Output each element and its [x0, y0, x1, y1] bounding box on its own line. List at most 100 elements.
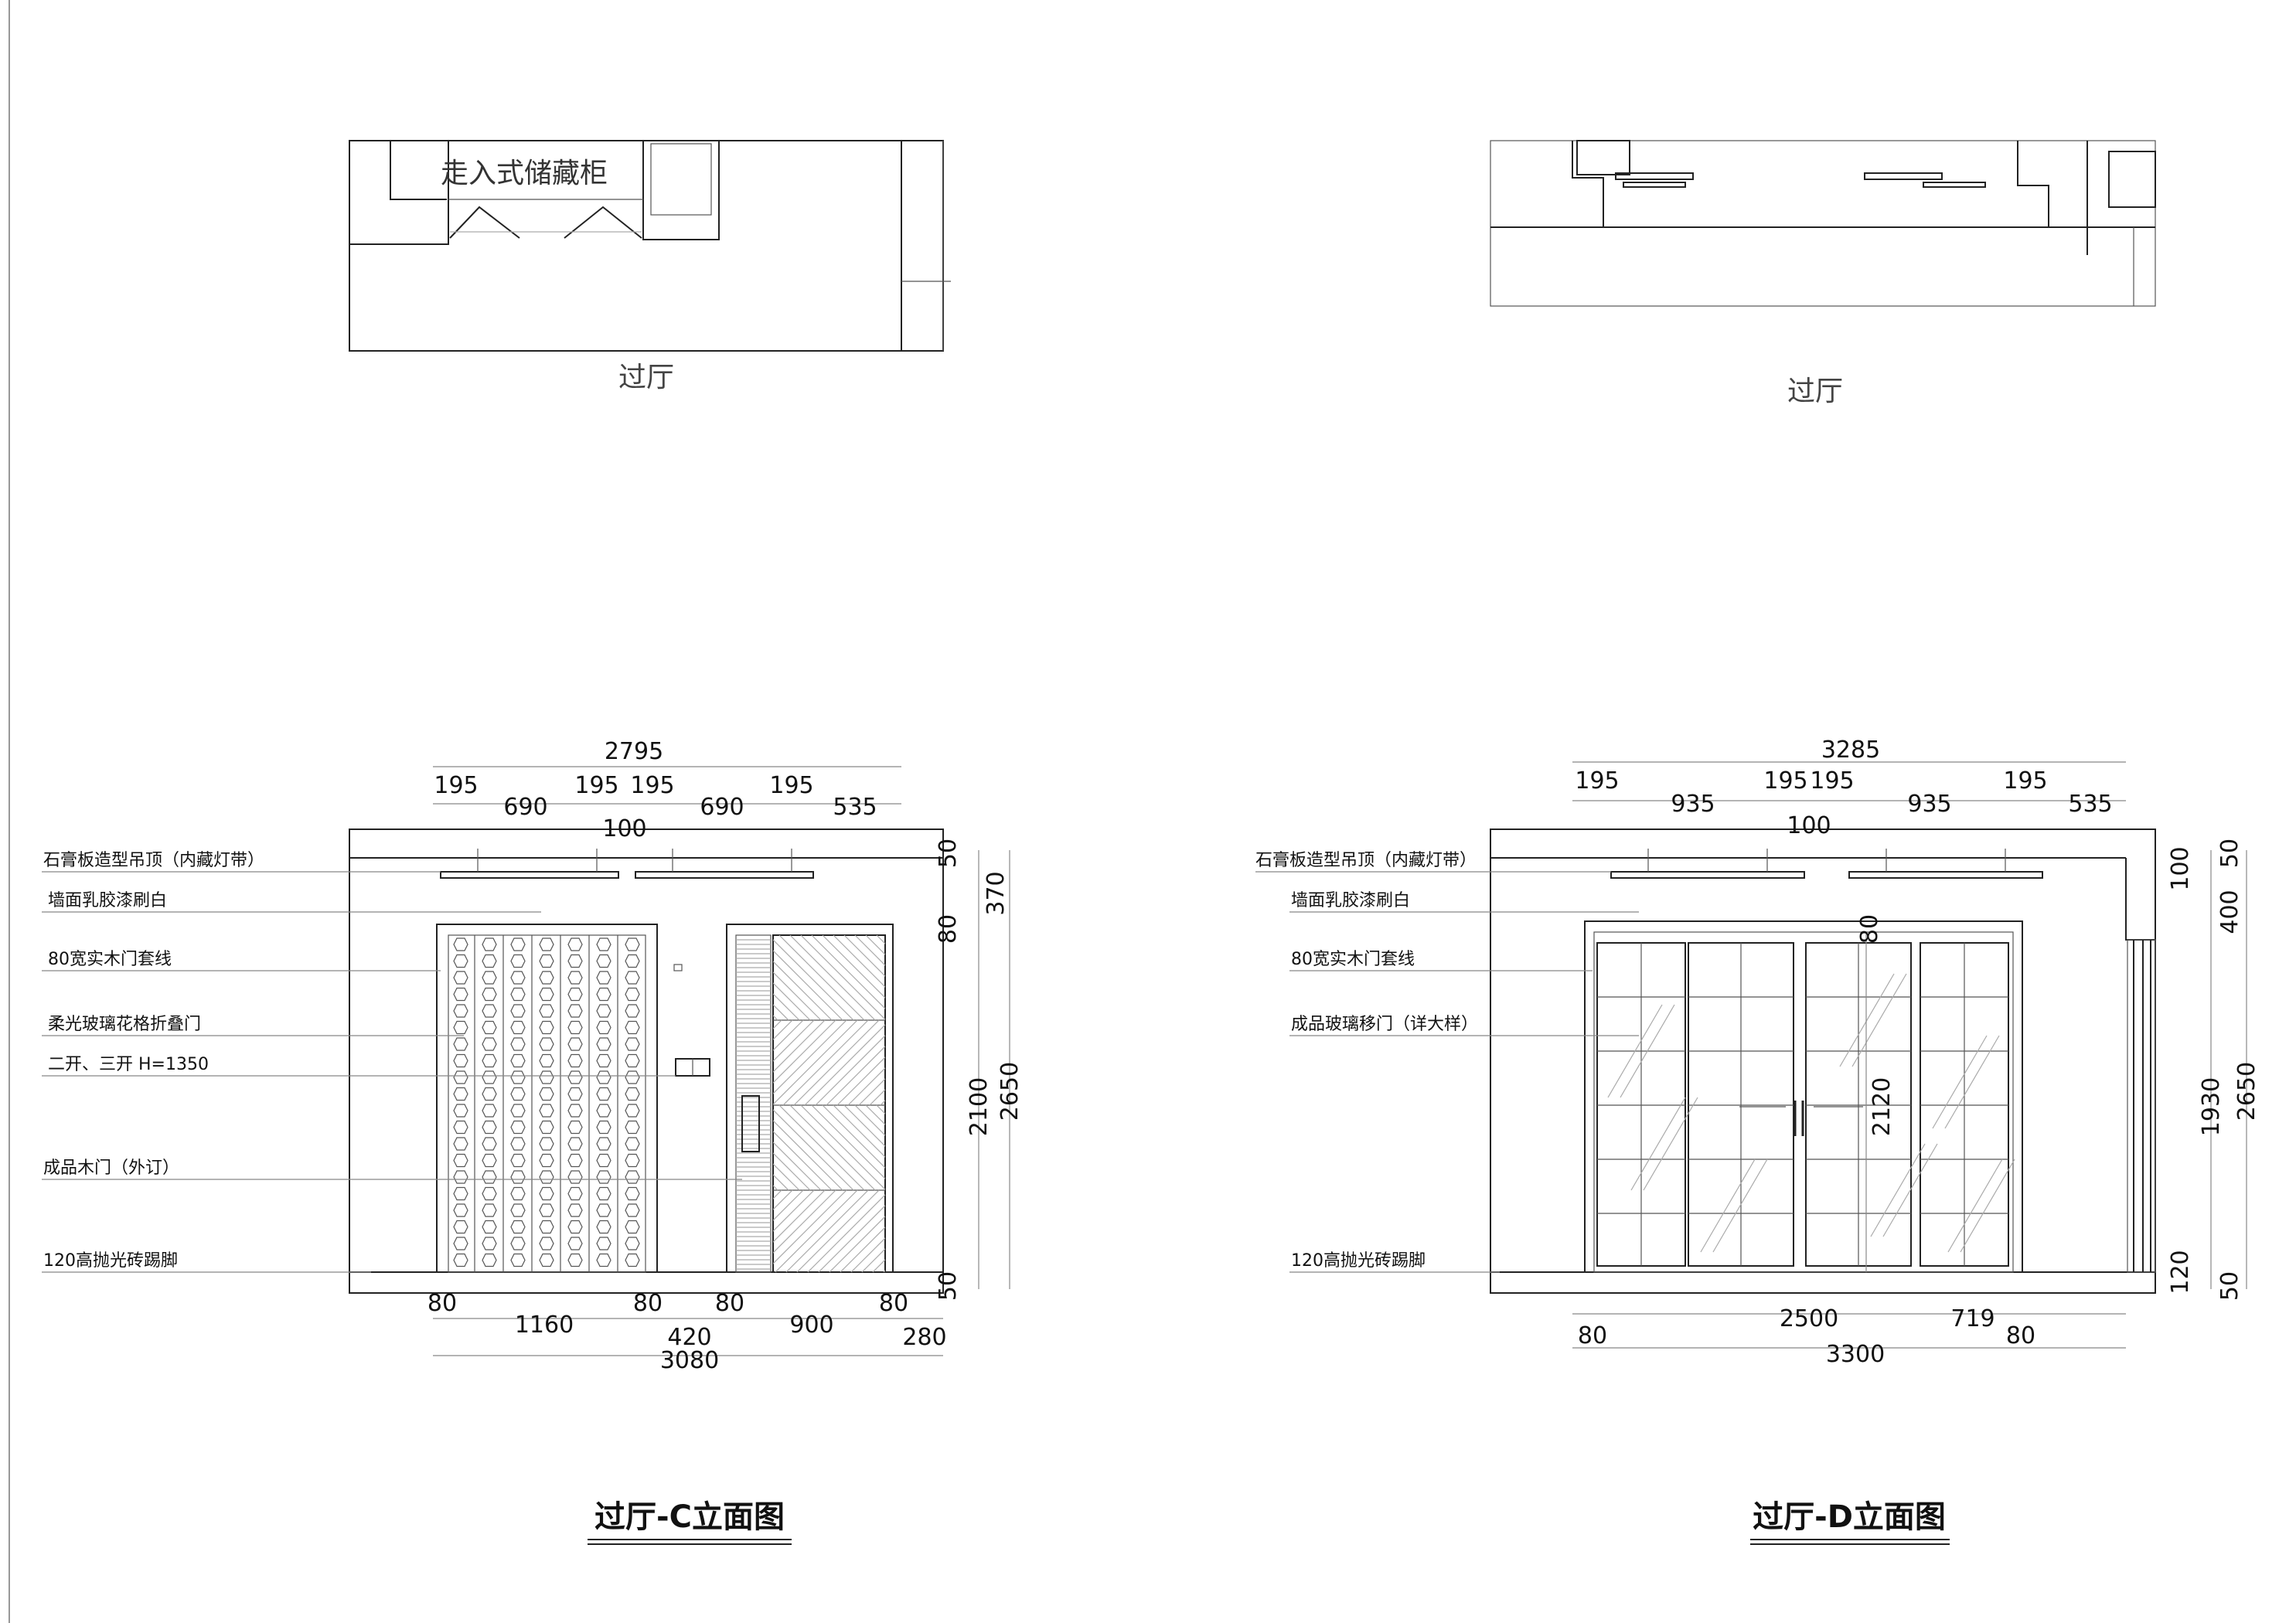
- lattice-cell: [510, 1120, 526, 1135]
- plan-d-slider-2: [1623, 182, 1686, 188]
- lattice-cell: [567, 1237, 583, 1250]
- d-wall-outline: [1490, 829, 2156, 1294]
- glass-reflection-line: [1712, 1159, 1768, 1253]
- d-dim-top-overall: 3285: [1821, 737, 1880, 764]
- lattice-cell: [596, 1253, 611, 1267]
- door-hatch-line: [876, 935, 885, 944]
- door-hatch-line: [778, 1104, 865, 1191]
- lattice-cell: [510, 1070, 526, 1084]
- door-hatch-line: [891, 1020, 976, 1105]
- lattice-cell: [625, 971, 640, 985]
- lattice-cell: [625, 1220, 640, 1234]
- d-dim-bottom-719: 719: [1950, 1305, 1995, 1332]
- door-hatch-line: [775, 1189, 858, 1272]
- lattice-cell: [567, 971, 583, 985]
- plan-d-fixture-right: [2108, 151, 2156, 208]
- door-hatch-line: [682, 935, 767, 1020]
- door-hatch-line: [773, 1189, 815, 1232]
- lattice-cell: [596, 1237, 611, 1250]
- door-hatch-line: [671, 935, 756, 1020]
- lattice-cell: [453, 1186, 468, 1201]
- lattice-cell: [539, 1137, 554, 1151]
- plan-c-closet-left: [349, 141, 449, 245]
- lattice-cell: [567, 1186, 583, 1201]
- lattice-cell: [596, 1120, 611, 1135]
- d-dim-top-195-d: 195: [2003, 767, 2047, 794]
- lattice-cell: [567, 954, 583, 968]
- door-hatch-line: [773, 1152, 811, 1191]
- d-dim-right-100: 100: [2167, 846, 2194, 890]
- plan-c-closet-fixture: [650, 143, 712, 216]
- door-hatch-line: [773, 1142, 822, 1191]
- door-hatch-line: [833, 935, 885, 988]
- door-hatch-line: [773, 1019, 836, 1084]
- d-dim-top-935-b: 935: [1907, 791, 1951, 818]
- c-dim-right-50-top: 50: [935, 839, 962, 868]
- lattice-cell: [482, 1053, 497, 1068]
- lattice-cell: [596, 1020, 611, 1035]
- door-hatch-line: [773, 1004, 789, 1021]
- door-hatch-line: [773, 950, 843, 1021]
- d-glass-grid: [1597, 943, 2008, 1266]
- lattice-cell: [539, 1020, 554, 1035]
- door-hatch-line: [883, 1270, 885, 1272]
- lattice-cell: [596, 937, 611, 951]
- lattice-cell: [625, 1253, 640, 1267]
- lattice-cell: [567, 1120, 583, 1135]
- door-hatch-line: [789, 1104, 876, 1191]
- lattice-cell: [539, 1053, 554, 1068]
- lattice-cell: [482, 1004, 497, 1018]
- lattice-cell: [453, 1203, 468, 1217]
- glass-reflection-line: [1643, 1097, 1698, 1191]
- c-dim-right-80: 80: [935, 914, 962, 944]
- c-dim-top-195-a: 195: [434, 772, 478, 799]
- lattice-cell: [567, 1070, 583, 1084]
- c-dim-bottom-80-c: 80: [715, 1290, 744, 1317]
- lattice-cell: [567, 1004, 583, 1018]
- lattice-cell: [567, 1153, 583, 1168]
- d-dim-top-100: 100: [1787, 812, 1831, 839]
- d-dim-top-935-a: 935: [1671, 791, 1715, 818]
- glass-reflection-line: [1630, 1097, 1686, 1191]
- c-dim-bottom-80-b: 80: [633, 1290, 663, 1317]
- door-hatch-line: [773, 1015, 778, 1021]
- lattice-cell: [453, 937, 468, 951]
- d-annotations: 石膏板造型吊顶（内藏灯带） 墙面乳胶漆刷白 80宽实木门套线 成品玻璃移门（详大…: [1255, 851, 1639, 1273]
- plan-d-slider-1: [1615, 172, 1694, 180]
- door-hatch-line: [865, 935, 885, 955]
- lattice-cell: [453, 954, 468, 968]
- door-hatch-line: [773, 982, 811, 1021]
- lattice-cell: [596, 1053, 611, 1068]
- c-note-switch: 二开、三开 H=1350: [48, 1055, 209, 1074]
- d-glass-hatch: [1607, 973, 2015, 1253]
- lattice-cell: [453, 1170, 468, 1184]
- c-door-lock[interactable]: [741, 1095, 760, 1152]
- lattice-cell: [453, 1053, 468, 1068]
- c-dim-bottom-80-a: 80: [428, 1290, 457, 1317]
- door-hatch-line: [773, 1163, 800, 1191]
- d-dim-right-120: 120: [2167, 1250, 2194, 1294]
- door-hatch-line: [800, 1104, 885, 1190]
- door-hatch-line: [773, 1019, 804, 1051]
- elevation-d: 3285 195 935 195 195 935 195 535 100 80 …: [1255, 737, 2260, 1545]
- c-folding-door-frame: [436, 924, 658, 1273]
- d-dim-bottom-overall: 3300: [1826, 1341, 1885, 1368]
- c-wood-door-leaf[interactable]: [772, 934, 886, 1273]
- lattice-cell: [539, 1004, 554, 1018]
- door-hatch-line: [833, 1104, 885, 1158]
- d-inner-dims: 80 2120: [1856, 914, 1896, 1272]
- lattice-cell: [539, 1153, 554, 1168]
- door-hatch-line: [887, 935, 973, 1020]
- door-hatch-line: [773, 1109, 854, 1191]
- lattice-cell: [482, 1087, 497, 1101]
- d-dim-top-195-b: 195: [1763, 767, 1807, 794]
- d-dim-right-2650: 2650: [2233, 1062, 2260, 1121]
- lattice-cell: [567, 1087, 583, 1101]
- elevation-c: 2795 195 690 195 195 690 195 535 100 50 …: [42, 738, 1024, 1545]
- plan-c-closet-left-inner: [390, 141, 447, 200]
- d-dim-right-1930: 1930: [2198, 1077, 2225, 1136]
- lattice-cell: [510, 1153, 526, 1168]
- c-ceiling-trough-1: [440, 871, 619, 879]
- door-hatch-line: [836, 1056, 885, 1106]
